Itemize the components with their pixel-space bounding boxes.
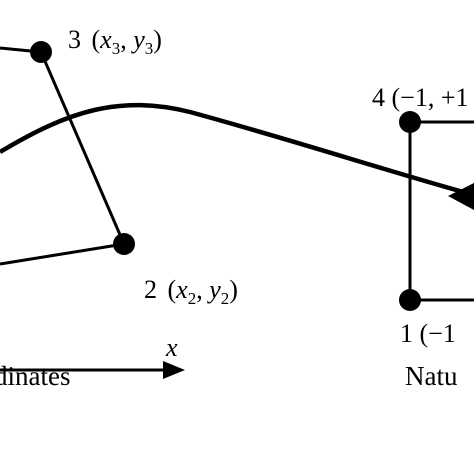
- element-edge-bottom: [0, 242, 125, 266]
- node-4-point: [399, 111, 421, 133]
- mapping-arrowhead: [448, 183, 474, 210]
- left-caption: dinates: [0, 361, 70, 391]
- x-axis-label: x: [165, 333, 178, 362]
- node-3-point: [30, 41, 52, 63]
- node-3-label: 3 (x3, y3): [68, 25, 162, 58]
- element-edge-3-2: [39, 51, 126, 245]
- node-1-point: [399, 289, 421, 311]
- node-2-point: [113, 233, 135, 255]
- node-4-label: 4 (−1, +1: [372, 83, 468, 112]
- right-caption: Natu: [405, 361, 458, 391]
- node-1-label: 1 (−1: [400, 319, 456, 348]
- node-2-label: 2 (x2, y2): [144, 275, 238, 308]
- mapping-arrow: [0, 102, 474, 198]
- x-axis-arrowhead: [163, 361, 185, 379]
